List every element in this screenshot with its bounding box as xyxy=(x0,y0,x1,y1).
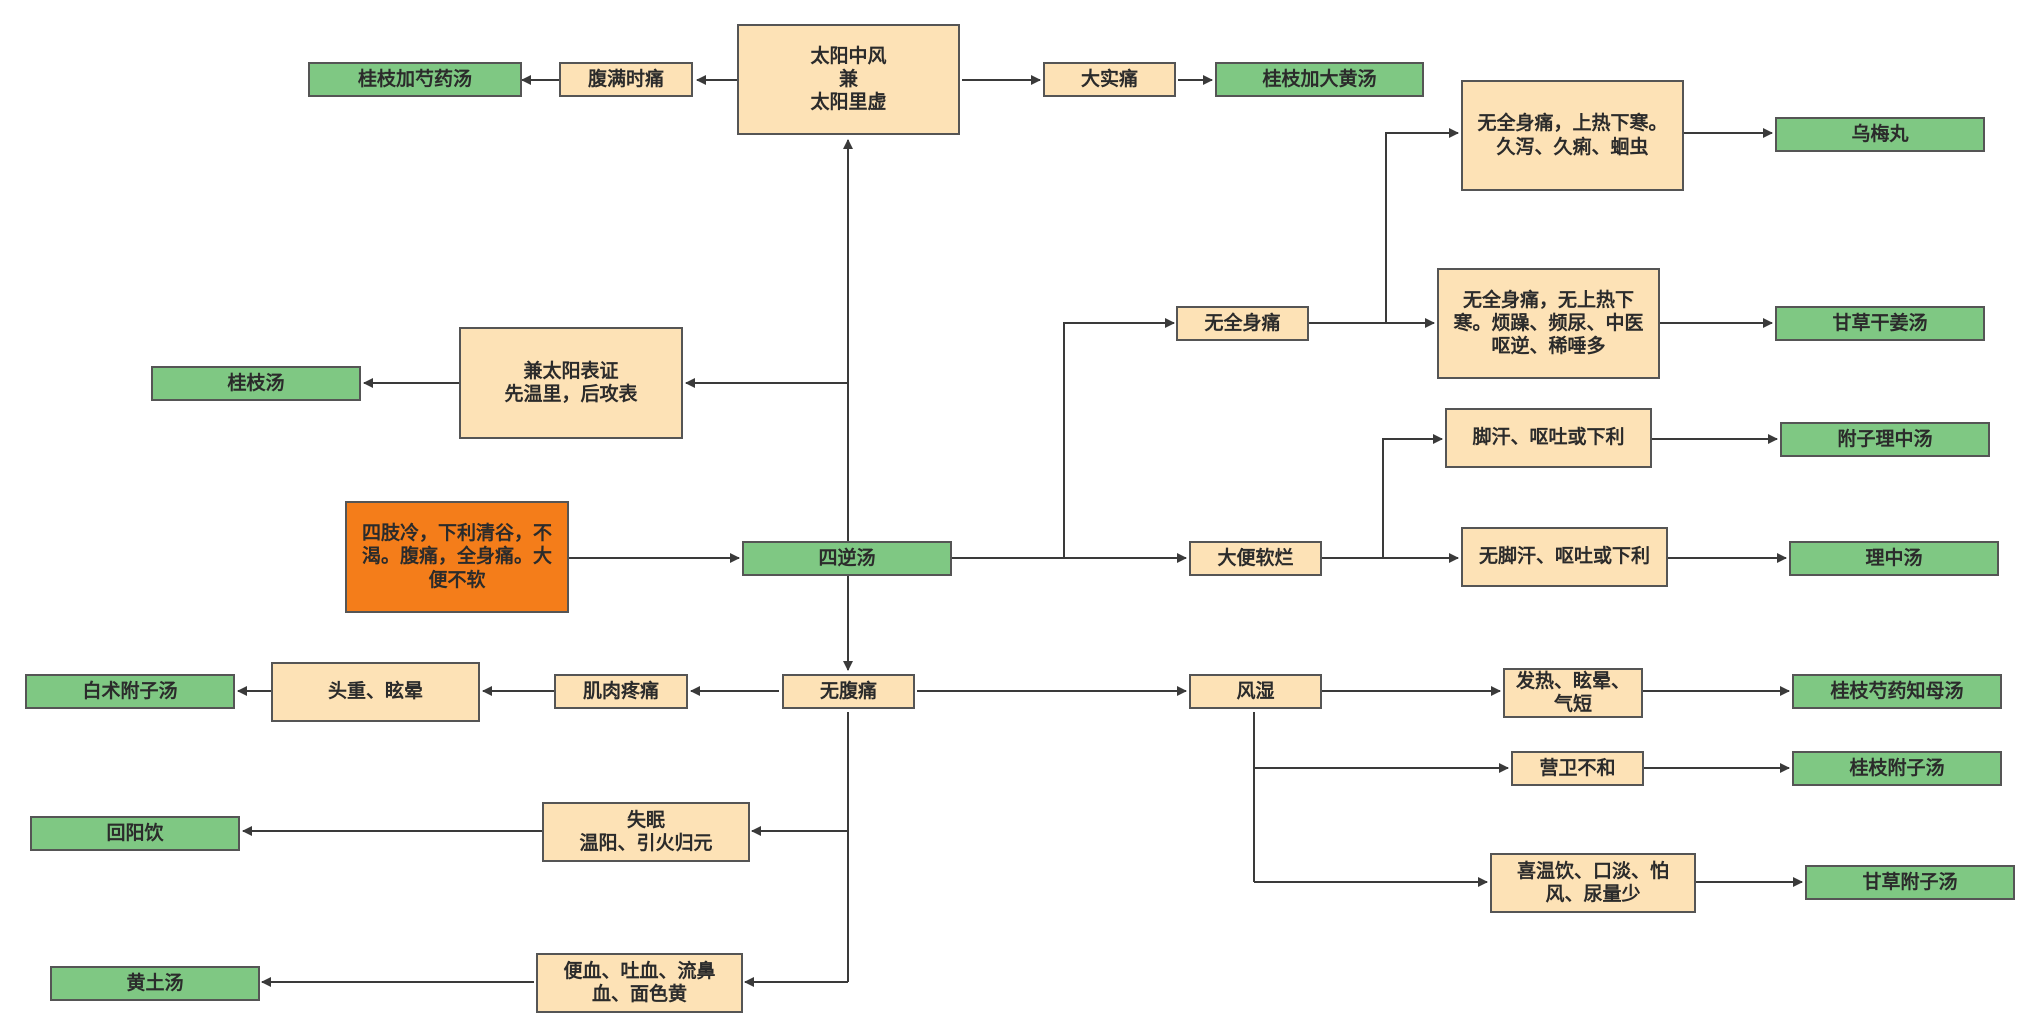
node-jian-taiyang-biaozheng: 兼太阳表证 先温里，后攻表 xyxy=(459,327,683,439)
node-guizhi-fuzi-tang: 桂枝附子汤 xyxy=(1792,751,2002,786)
node-wu-jiaohan: 无脚汗、呕吐或下利 xyxy=(1461,527,1668,587)
node-shangre-xiahan: 无全身痛，上热下寒。 久泻、久痢、蛔虫 xyxy=(1461,80,1684,191)
connector xyxy=(1308,128,1459,324)
node-taiyang-zhongfeng: 太阳中风 兼 太阳里虚 xyxy=(737,24,960,135)
node-huiyang-yin: 回阳饮 xyxy=(30,816,240,851)
connector xyxy=(1322,434,1443,559)
node-shimian: 失眠 温阳、引火归元 xyxy=(542,802,750,862)
node-jirou-tengtong: 肌肉疼痛 xyxy=(554,674,688,709)
node-guizhi-jia-dahuang-tang: 桂枝加大黄汤 xyxy=(1215,62,1424,97)
node-dashi-tong: 大实痛 xyxy=(1043,62,1176,97)
node-jiaohan-outu-xiali: 脚汗、呕吐或下利 xyxy=(1445,408,1652,468)
node-bianxue-tuxue: 便血、吐血、流鼻 血、面色黄 xyxy=(536,953,743,1013)
node-fengshi: 风湿 xyxy=(1189,674,1322,709)
node-touzhong-xuanyun: 头重、眩晕 xyxy=(271,662,480,722)
node-xi-wenyin: 喜温饮、口淡、怕 风、尿量少 xyxy=(1490,853,1696,913)
node-fare-xuanyun-qiduan: 发热、眩晕、 气短 xyxy=(1503,668,1643,718)
node-guizhi-tang: 桂枝汤 xyxy=(151,366,361,401)
node-sini-tang: 四逆汤 xyxy=(742,541,952,576)
node-wu-quanshen-tong: 无全身痛 xyxy=(1176,306,1309,341)
node-sizhi-leng-start: 四肢冷，下利清谷，不 渴。腹痛，全身痛。大 便不软 xyxy=(345,501,569,613)
node-huangtu-tang: 黄土汤 xyxy=(50,966,260,1001)
node-gancao-fuzi-tang: 甘草附子汤 xyxy=(1805,865,2015,900)
node-yingwei-buhe: 营卫不和 xyxy=(1511,751,1644,786)
node-gancao-ganjiang-tang: 甘草干姜汤 xyxy=(1775,306,1985,341)
node-wu-futong: 无腹痛 xyxy=(782,674,915,709)
connector xyxy=(952,318,1175,559)
node-guizhi-shaoyao-zhimu-tang: 桂枝芍药知母汤 xyxy=(1792,674,2002,709)
node-lizhong-tang: 理中汤 xyxy=(1789,541,1999,576)
node-baizhu-fuzi-tang: 白术附子汤 xyxy=(25,674,235,709)
node-wu-shangre-xiahan: 无全身痛，无上热下 寒。烦躁、频尿、中医 呕逆、稀唾多 xyxy=(1437,268,1660,379)
node-fuzi-lizhong-tang: 附子理中汤 xyxy=(1780,422,1990,457)
node-dabian-ruanlan: 大便软烂 xyxy=(1189,541,1322,576)
node-guizhi-jia-shaoyao-tang: 桂枝加芍药汤 xyxy=(308,62,522,97)
node-fuman-shitong: 腹满时痛 xyxy=(559,62,693,97)
node-wumei-wan: 乌梅丸 xyxy=(1775,117,1985,152)
